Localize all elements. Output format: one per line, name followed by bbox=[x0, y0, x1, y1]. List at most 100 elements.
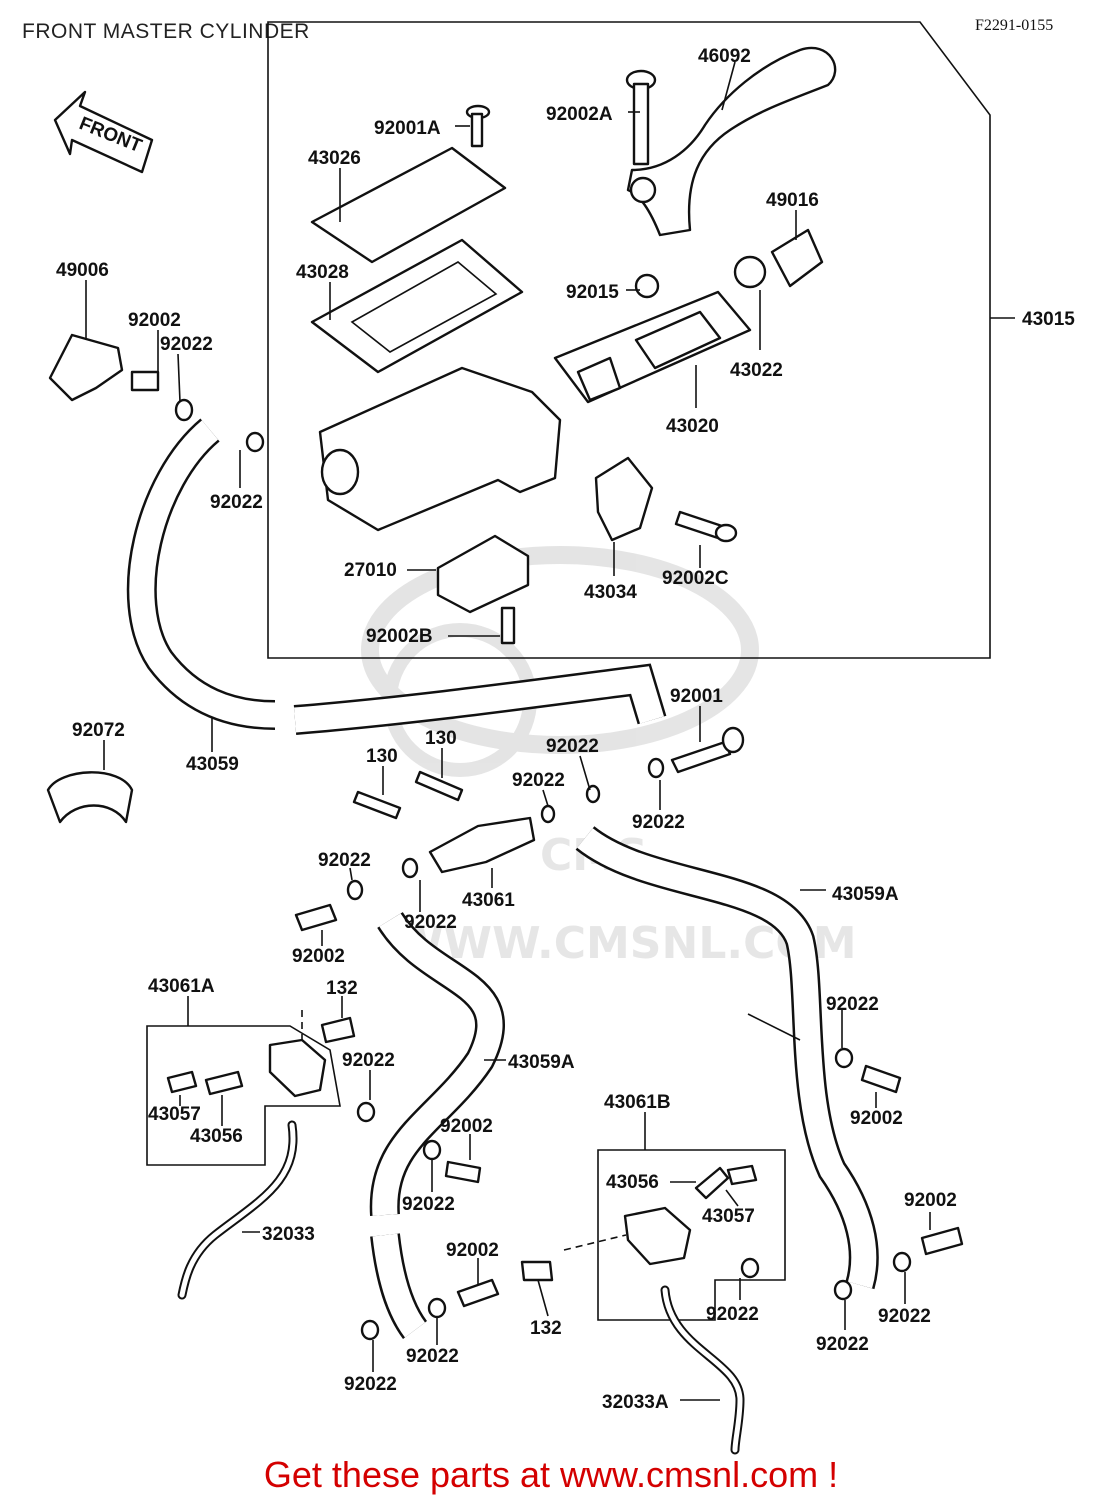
front-arrow-shape bbox=[53, 90, 154, 174]
label-43061: 43061 bbox=[462, 890, 515, 911]
washer-92022-l bbox=[833, 1279, 853, 1301]
brake-hose-43059 bbox=[126, 418, 667, 735]
promo-link[interactable]: Get these parts at www.cmsnl.com ! bbox=[264, 1454, 838, 1495]
brake-lever-46092 bbox=[626, 46, 837, 237]
nut-92015 bbox=[634, 273, 660, 299]
circlip-43022 bbox=[733, 255, 767, 289]
label-32033A: 32033A bbox=[602, 1392, 669, 1413]
washer-92022-f bbox=[356, 1101, 376, 1123]
pivot-bolt-92002A bbox=[625, 69, 657, 166]
leader-lines bbox=[85, 61, 931, 1401]
joint-43061B bbox=[623, 1206, 692, 1266]
label-92022-low-mid: 92022 bbox=[406, 1346, 459, 1367]
bolt-130-left bbox=[352, 790, 402, 820]
label-92002-cover: 92002 bbox=[128, 310, 181, 331]
switch-screw-92002B bbox=[500, 606, 516, 645]
three-way-joint-43061 bbox=[428, 816, 536, 874]
label-92022-43061B: 92022 bbox=[706, 1304, 759, 1325]
banjo-bolt-92001 bbox=[670, 726, 745, 774]
label-43061B: 43061B bbox=[604, 1092, 671, 1113]
label-32033: 32033 bbox=[262, 1224, 315, 1245]
washer-92022-b bbox=[401, 857, 419, 879]
banjo-bolt-92002-left bbox=[294, 903, 338, 932]
clamp-bolt-92002C bbox=[674, 510, 738, 543]
label-43059A-left: 43059A bbox=[508, 1052, 575, 1073]
washer-92022-lower bbox=[245, 431, 265, 453]
label-92022-hose: 92022 bbox=[210, 492, 263, 513]
label-92022-far-right: 92022 bbox=[878, 1306, 931, 1327]
label-92072: 92072 bbox=[72, 720, 125, 741]
boot-49016 bbox=[770, 228, 824, 288]
washer-92022-g bbox=[422, 1139, 442, 1161]
washer-92022-m bbox=[892, 1251, 912, 1273]
label-43028: 43028 bbox=[296, 262, 349, 283]
group-outline-43061B bbox=[597, 1149, 786, 1321]
label-92022-43061A: 92022 bbox=[342, 1050, 395, 1071]
cap-screw-92001A bbox=[465, 104, 491, 148]
clamp-43034 bbox=[594, 456, 654, 542]
group-outline-43061A bbox=[146, 1025, 341, 1166]
label-43059A-right: 43059A bbox=[832, 884, 899, 905]
washer-92022-a bbox=[346, 879, 364, 901]
label-43059: 43059 bbox=[186, 754, 239, 775]
label-43022: 43022 bbox=[730, 360, 783, 381]
label-43020: 43020 bbox=[666, 416, 719, 437]
label-43034: 43034 bbox=[584, 582, 637, 603]
bleeder-valve-43056-left bbox=[204, 1070, 244, 1096]
bolt-132-left bbox=[320, 1016, 356, 1044]
washer-92022-k bbox=[740, 1257, 760, 1279]
label-92002A: 92002A bbox=[546, 104, 613, 125]
label-49006: 49006 bbox=[56, 260, 109, 281]
label-43057-right: 43057 bbox=[702, 1206, 755, 1227]
part-labels: 46092 92001A 92002A 43026 49016 49006 43… bbox=[56, 46, 1075, 1413]
label-92022-right-upper: 92022 bbox=[826, 994, 879, 1015]
label-92022-cover: 92022 bbox=[160, 334, 213, 355]
label-43057-left: 43057 bbox=[148, 1104, 201, 1125]
banjo-bolt-92002-right bbox=[860, 1064, 902, 1094]
bolt-130-right bbox=[414, 770, 464, 802]
diagram-reference: F2291-0155 bbox=[975, 17, 1053, 34]
label-49016: 49016 bbox=[766, 190, 819, 211]
master-cylinder-body bbox=[318, 366, 562, 532]
brake-pipe-32033A bbox=[660, 1285, 745, 1455]
label-130-right: 130 bbox=[425, 728, 457, 749]
label-92022-right-low: 92022 bbox=[816, 1334, 869, 1355]
label-92022-joint-mid: 92022 bbox=[512, 770, 565, 791]
reservoir-cap-43026 bbox=[310, 146, 507, 264]
washer-92022-c bbox=[540, 804, 556, 824]
page-title: FRONT MASTER CYLINDER bbox=[22, 20, 310, 43]
front-arrow: FRONT bbox=[53, 90, 154, 174]
hose-clamp-92072 bbox=[46, 771, 134, 824]
label-92001: 92001 bbox=[670, 686, 723, 707]
label-46092: 46092 bbox=[698, 46, 751, 67]
banjo-bolt-92002-mid bbox=[444, 1160, 482, 1184]
bleeder-valve-43056-right bbox=[694, 1166, 730, 1200]
diaphragm-43028 bbox=[310, 238, 524, 374]
banjo-cover-49006 bbox=[48, 333, 124, 402]
label-92002-right: 92002 bbox=[850, 1108, 903, 1129]
bleeder-cap-43057-left bbox=[166, 1070, 198, 1094]
label-130-left: 130 bbox=[366, 746, 398, 767]
brake-pipe-32033 bbox=[177, 1120, 298, 1300]
washer-92022-h bbox=[427, 1297, 447, 1319]
label-43015: 43015 bbox=[1022, 309, 1075, 330]
washer-92022-i bbox=[360, 1319, 380, 1341]
label-43026: 43026 bbox=[308, 148, 361, 169]
label-92022-joint-low: 92022 bbox=[404, 912, 457, 933]
label-92002C: 92002C bbox=[662, 568, 729, 589]
brake-light-switch-27010 bbox=[436, 534, 530, 614]
label-132-left: 132 bbox=[326, 978, 358, 999]
label-92001A: 92001A bbox=[374, 118, 441, 139]
label-27010: 27010 bbox=[344, 560, 397, 581]
washer-92022-j bbox=[834, 1047, 854, 1069]
master-cylinder-assembly-outline bbox=[267, 21, 991, 659]
label-92022-joint-left: 92022 bbox=[318, 850, 371, 871]
washer-92022-upper bbox=[174, 398, 194, 422]
label-92002-low: 92002 bbox=[446, 1240, 499, 1261]
banjo-bolt-92002 bbox=[130, 370, 160, 392]
label-92022-mid: 92022 bbox=[402, 1194, 455, 1215]
label-92002-far-right: 92002 bbox=[904, 1190, 957, 1211]
label-43056-right: 43056 bbox=[606, 1172, 659, 1193]
label-92022-low-left: 92022 bbox=[344, 1374, 397, 1395]
